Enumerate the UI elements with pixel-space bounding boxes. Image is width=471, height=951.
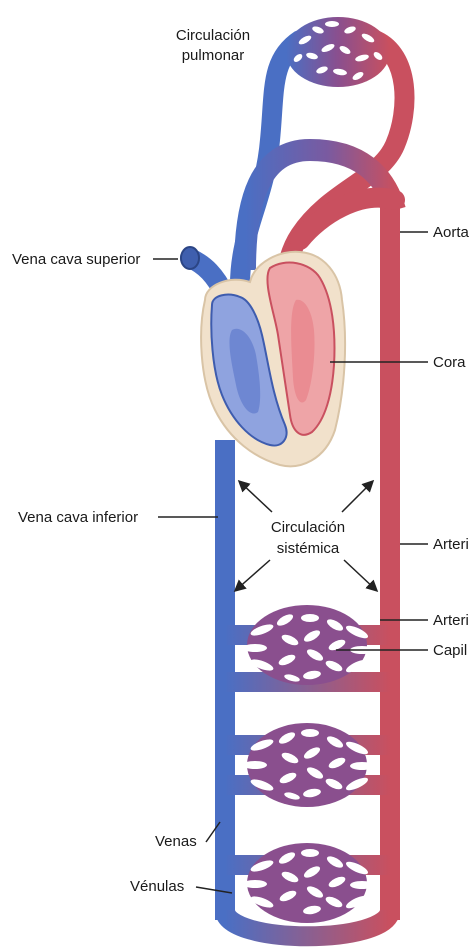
label-heart: Cora [433, 354, 466, 371]
labels: Circulación pulmonar Vena cava superior … [12, 27, 470, 895]
label-arterioles: Arteri [433, 612, 469, 629]
heart [201, 252, 345, 466]
label-arteries: Arteri [433, 536, 469, 553]
label-capillaries: Capil [433, 642, 467, 659]
systemic-arrows [236, 482, 376, 590]
label-vena-cava-inferior: Vena cava inferior [18, 509, 138, 526]
label-aorta: Aorta [433, 224, 470, 241]
label-vena-cava-superior: Vena cava superior [12, 251, 140, 268]
arrow-up-right [342, 482, 372, 512]
vena-cava-superior-opening [181, 247, 199, 269]
label-systemic-circulation-2: sistémica [277, 540, 340, 557]
label-pulmonary-circulation-1: Circulación [176, 27, 250, 44]
pulmonary-capillary-bed [286, 17, 390, 87]
label-veins: Venas [155, 833, 197, 850]
label-venules: Vénulas [130, 878, 184, 895]
label-pulmonary-circulation-2: pulmonar [182, 47, 245, 64]
systemic-capillary-beds [225, 605, 390, 923]
label-systemic-circulation-1: Circulación [271, 519, 345, 536]
arrow-up-left [240, 482, 272, 512]
arrow-down-right [344, 560, 376, 590]
arrow-down-left [236, 560, 270, 590]
